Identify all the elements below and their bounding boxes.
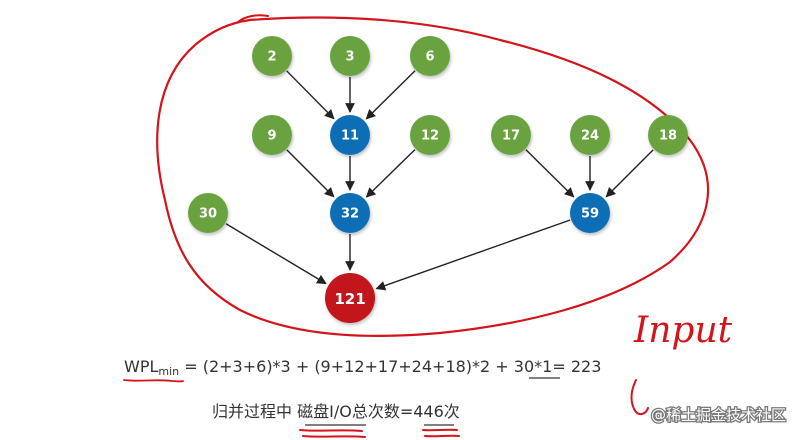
node-n121: 121 xyxy=(325,273,375,323)
node-label-n121: 121 xyxy=(334,290,365,308)
node-label-n30: 30 xyxy=(199,207,217,222)
node-label-n24: 24 xyxy=(581,129,599,144)
edge-n30-n121 xyxy=(225,223,327,285)
node-n59: 59 xyxy=(570,193,610,233)
node-label-n17: 17 xyxy=(502,129,520,144)
node-circle-n3 xyxy=(330,36,370,76)
io-count: 446 xyxy=(413,402,444,421)
nodes-layer: 2 3 6 9 11 12 17 24 18 30 32 59 121 xyxy=(188,36,688,323)
node-circle-n24 xyxy=(570,115,610,155)
wpl-label: WPL xyxy=(124,357,158,376)
io-count-red-underline-2 xyxy=(424,434,460,438)
node-circle-n32 xyxy=(330,193,370,233)
node-n2: 2 xyxy=(252,36,292,76)
node-n24: 24 xyxy=(570,115,610,155)
io-middle: 总次数= xyxy=(352,402,413,421)
node-n11: 11 xyxy=(330,115,370,155)
edge-n2-n11 xyxy=(286,70,335,120)
edge-n18-n59 xyxy=(605,149,654,198)
node-n30: 30 xyxy=(188,193,228,233)
edge-n59-n121 xyxy=(375,219,571,291)
node-circle-n12 xyxy=(410,115,450,155)
node-circle-n9 xyxy=(252,115,292,155)
node-label-n9: 9 xyxy=(267,129,276,144)
enclosure-loop-tail xyxy=(237,14,269,23)
node-circle-n11 xyxy=(330,115,370,155)
svg-text:归并过程中 磁盘I/O总次数=446次: 归并过程中 磁盘I/O总次数=446次 xyxy=(212,402,460,421)
node-n3: 3 xyxy=(330,36,370,76)
wpl-formula: WPLmin = (2+3+6)*3 + (9+12+17+24+18)*2 +… xyxy=(123,357,601,383)
node-circle-n6 xyxy=(410,36,450,76)
node-label-n32: 32 xyxy=(341,207,359,222)
watermark-text: @稀土掘金技术社区 xyxy=(651,406,786,424)
svg-text:WPLmin = (2+3+6)*3 + (9+12+17+: WPLmin = (2+3+6)*3 + (9+12+17+24+18)*2 +… xyxy=(124,357,601,378)
node-circle-n17 xyxy=(491,115,531,155)
enclosure-loop xyxy=(156,16,710,337)
node-label-n6: 6 xyxy=(425,50,434,65)
wpl-underline xyxy=(123,379,184,383)
node-circle-n18 xyxy=(648,115,688,155)
node-label-n3: 3 xyxy=(345,50,354,65)
wpl-expression: = (2+3+6)*3 + (9+12+17+24+18)*2 + 30*1= xyxy=(179,357,571,376)
node-label-n18: 18 xyxy=(659,129,677,144)
edge-n6-n11 xyxy=(365,70,416,120)
node-n9: 9 xyxy=(252,115,292,155)
node-n17: 17 xyxy=(491,115,531,155)
node-label-n59: 59 xyxy=(581,207,599,222)
wpl-result: 223 xyxy=(571,357,602,376)
handwritten-input: Input xyxy=(633,310,733,351)
io-prefix: 归并过程中 xyxy=(212,402,297,421)
io-count-red-underline-1 xyxy=(422,428,458,432)
node-circle-n59 xyxy=(570,193,610,233)
edges-layer xyxy=(225,70,654,291)
node-n18: 18 xyxy=(648,115,688,155)
wpl-subscript: min xyxy=(158,365,179,378)
io-suffix: 次 xyxy=(444,402,460,421)
node-circle-n121 xyxy=(325,273,375,323)
io-highlight: 磁盘I/O xyxy=(297,402,352,421)
io-highlight-red-underline-2 xyxy=(302,435,366,438)
node-label-n12: 12 xyxy=(421,129,439,144)
node-label-n11: 11 xyxy=(341,129,359,144)
node-n6: 6 xyxy=(410,36,450,76)
node-label-n2: 2 xyxy=(267,50,276,65)
edge-n9-n32 xyxy=(286,149,335,198)
edge-n12-n32 xyxy=(365,149,416,198)
node-n12: 12 xyxy=(410,115,450,155)
edge-n17-n59 xyxy=(525,149,575,198)
node-circle-n30 xyxy=(188,193,228,233)
io-highlight-red-underline-1 xyxy=(299,429,363,432)
node-circle-n2 xyxy=(252,36,292,76)
io-summary: 归并过程中 磁盘I/O总次数=446次 xyxy=(212,402,460,438)
node-n32: 32 xyxy=(330,193,370,233)
handwritten-stroke xyxy=(630,379,649,416)
